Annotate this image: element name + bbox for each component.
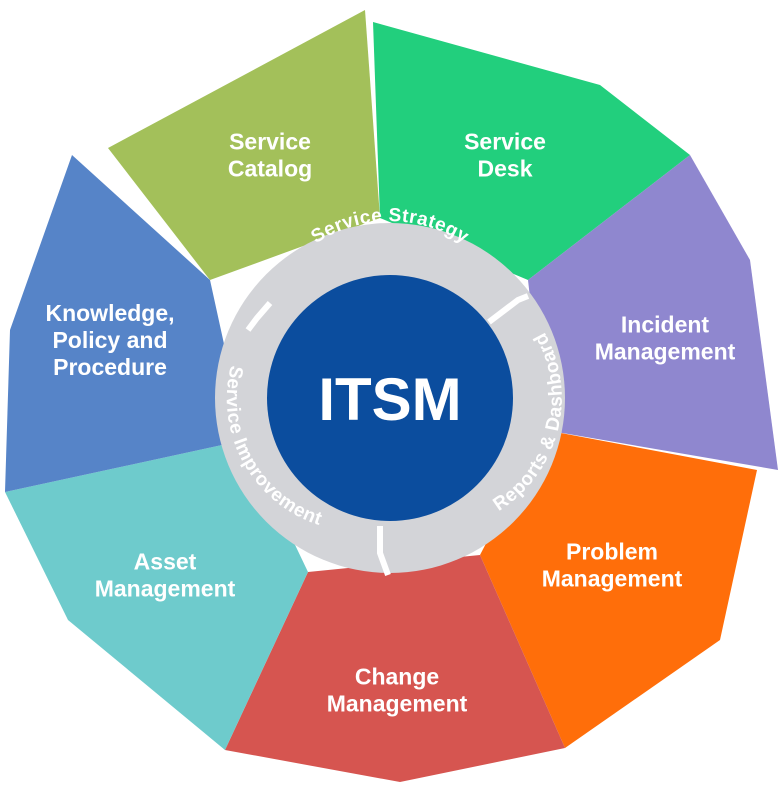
segment-label-line: Procedure [53, 354, 167, 380]
segment-label-line: Change [355, 664, 439, 690]
segment-label-line: Management [95, 576, 236, 602]
segment-shape-change-management [225, 555, 565, 782]
segment-label-line: Knowledge, [45, 300, 174, 326]
center-title: ITSM [318, 366, 461, 433]
segment-label-line: Management [595, 339, 736, 365]
segment-shape-problem-management [480, 430, 757, 748]
ring-divider-bottom [377, 526, 391, 577]
segment-label-line: Service [464, 129, 546, 155]
ring-divider-right [487, 293, 530, 325]
segment-label-line: Incident [621, 312, 710, 338]
segment-label-line: Catalog [228, 156, 312, 182]
center-circle [267, 275, 513, 521]
segment-shape-service-catalog [108, 10, 380, 280]
ring-dividers [245, 293, 530, 577]
segment-shape-knowledge-policy-procedure [5, 155, 245, 492]
ring-divider-left [245, 301, 273, 332]
segment-shape-incident-management [528, 155, 778, 470]
segment-label-line: Management [542, 566, 683, 592]
segment-shape-asset-management [5, 440, 308, 750]
center-hub: ITSM [267, 275, 513, 521]
segment-label-line: Management [327, 691, 468, 717]
segment-label-line: Service [229, 129, 311, 155]
segment-shape-service-desk [373, 22, 690, 280]
segment-label-line: Policy and [52, 327, 167, 353]
segment-label-line: Asset [134, 549, 197, 575]
segment-label-line: Problem [566, 539, 658, 565]
segment-label-line: Desk [478, 156, 533, 182]
